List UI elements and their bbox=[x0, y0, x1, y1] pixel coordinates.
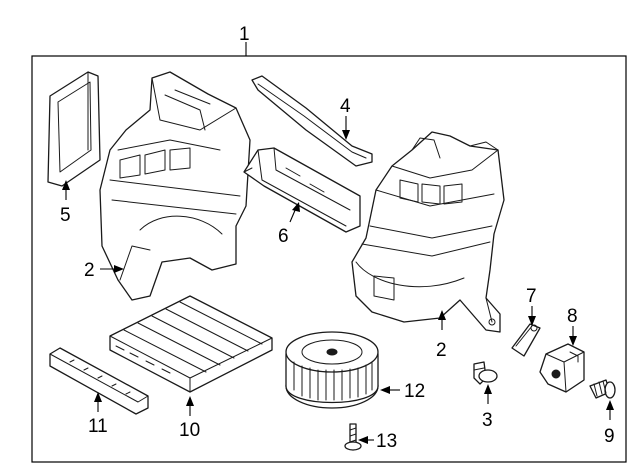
part-7-link bbox=[511, 323, 541, 357]
part-6-door bbox=[243, 147, 361, 233]
callout-5-label: 5 bbox=[60, 205, 71, 226]
callout-7-label: 7 bbox=[526, 286, 537, 307]
part-5-seal bbox=[47, 71, 101, 187]
callout-1-label: 1 bbox=[239, 24, 250, 45]
part-4-seal-strip bbox=[251, 75, 373, 167]
callout-4: 4 bbox=[340, 96, 351, 140]
part-12-blower-wheel bbox=[285, 331, 379, 409]
callout-4-label: 4 bbox=[340, 96, 351, 117]
callout-12: 12 bbox=[380, 381, 425, 402]
callout-2-right-label: 2 bbox=[436, 340, 447, 361]
callout-10-label: 10 bbox=[179, 420, 200, 441]
callout-12-label: 12 bbox=[404, 381, 425, 402]
callout-8-label: 8 bbox=[567, 306, 578, 327]
callout-9: 9 bbox=[604, 400, 615, 447]
callout-5: 5 bbox=[60, 180, 71, 226]
part-2-case-left bbox=[99, 71, 251, 301]
callout-13-label: 13 bbox=[376, 431, 397, 452]
callout-2-right: 2 bbox=[436, 310, 447, 361]
assembly-frame bbox=[31, 55, 627, 463]
callout-13: 13 bbox=[358, 431, 397, 452]
callout-9-label: 9 bbox=[604, 426, 615, 447]
callout-11: 11 bbox=[88, 392, 108, 437]
part-9-screw bbox=[589, 379, 616, 399]
part-10-filter bbox=[109, 295, 273, 393]
callout-10: 10 bbox=[179, 396, 200, 441]
callout-3: 3 bbox=[482, 384, 493, 431]
callout-1: 1 bbox=[239, 24, 250, 56]
callout-6: 6 bbox=[278, 202, 300, 247]
callout-2-left: 2 bbox=[84, 260, 124, 281]
callout-11-label: 11 bbox=[88, 416, 108, 437]
callout-8: 8 bbox=[567, 306, 578, 346]
part-2-case-right bbox=[351, 131, 505, 333]
part-13-screw bbox=[344, 423, 362, 451]
callout-7: 7 bbox=[526, 286, 537, 326]
part-11-cover bbox=[49, 347, 149, 415]
part-3-clip bbox=[473, 361, 498, 385]
callout-2-left-label: 2 bbox=[84, 260, 95, 281]
callout-3-label: 3 bbox=[482, 410, 493, 431]
part-8-actuator bbox=[539, 343, 585, 393]
callout-6-label: 6 bbox=[278, 226, 289, 247]
